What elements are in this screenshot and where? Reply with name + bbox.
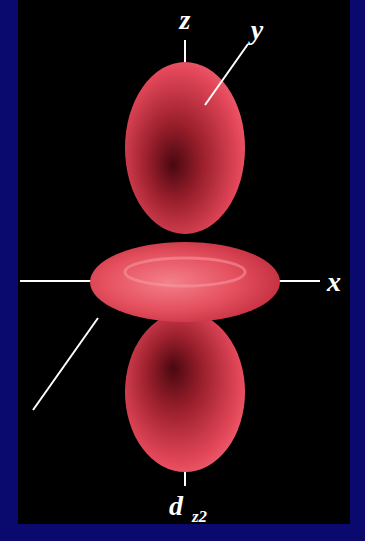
y-axis — [205, 44, 248, 105]
z-axis — [184, 40, 186, 64]
z-axis — [184, 470, 186, 486]
y-axis — [33, 318, 98, 410]
black-panel — [18, 0, 350, 524]
orbital-subscript: z2 — [192, 508, 207, 525]
upper-lobe — [125, 62, 245, 234]
lower-lobe — [125, 312, 245, 472]
axis-label: y — [251, 16, 263, 44]
axis-label: x — [327, 268, 341, 296]
torus-ring — [90, 242, 280, 322]
orbital-name: d — [169, 492, 183, 520]
axis-label: z — [180, 6, 191, 34]
torus-highlight — [125, 258, 245, 286]
x-axis — [20, 280, 92, 282]
x-axis — [278, 280, 320, 282]
